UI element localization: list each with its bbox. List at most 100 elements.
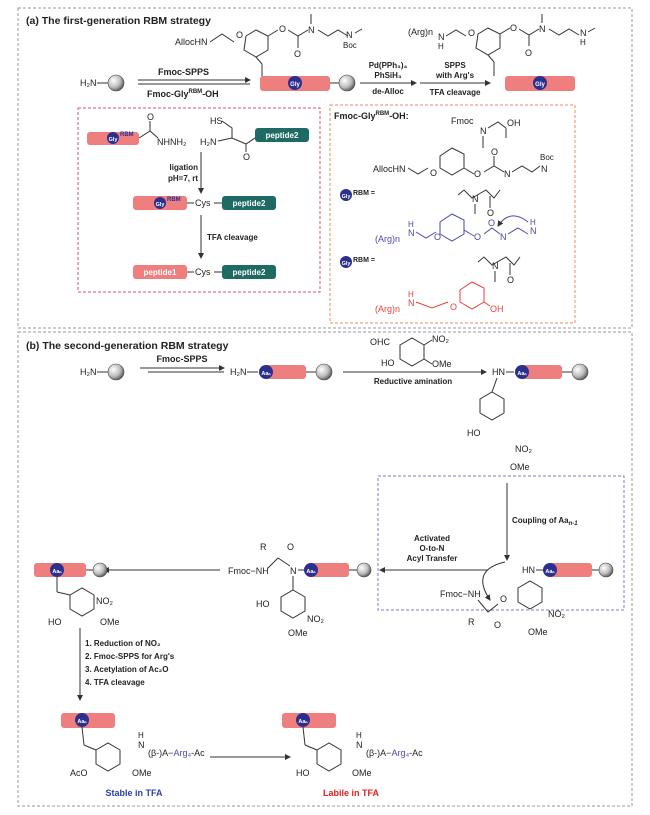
resin-bead: [356, 562, 372, 578]
svg-text:SPPS: SPPS: [444, 61, 466, 70]
svg-text:(β-)A−Arg₄-Ac: (β-)A−Arg₄-Ac: [366, 748, 423, 758]
resin-amine-a: H₂N: [80, 78, 97, 88]
svg-text:OHC: OHC: [370, 337, 391, 347]
svg-text:peptide2: peptide2: [233, 268, 266, 277]
building-block-box: [329, 104, 576, 324]
svg-text:HO: HO: [296, 768, 310, 778]
panel-a-border: [17, 7, 633, 329]
svg-text:RBM =: RBM =: [353, 190, 375, 197]
svg-text:Aaₙ: Aaₙ: [517, 371, 527, 377]
amide-product: R O Fmoc−NH N Aaₙ HO NO₂ OMe: [228, 542, 372, 638]
svg-text:Fmoc−NH: Fmoc−NH: [440, 589, 481, 599]
svg-text:OMe: OMe: [100, 617, 120, 627]
svg-text:N: N: [408, 298, 415, 308]
svg-text:Cys: Cys: [195, 198, 211, 208]
svg-text:O: O: [474, 232, 481, 242]
svg-text:O: O: [468, 28, 475, 38]
svg-text:Aaₙ: Aaₙ: [306, 569, 316, 575]
resin-bead: [92, 562, 108, 578]
svg-text:Gly: Gly: [342, 261, 352, 267]
svg-text:NO₂: NO₂: [307, 614, 325, 624]
gly-residue-a2: [533, 76, 547, 90]
ligation-box: [77, 107, 321, 293]
svg-text:Aaₙ: Aaₙ: [298, 719, 308, 725]
svg-text:HN: HN: [492, 367, 505, 377]
svg-text:ligation: ligation: [170, 163, 199, 172]
svg-text:N: N: [580, 28, 587, 38]
svg-text:TFA cleavage: TFA cleavage: [207, 233, 258, 242]
gly-rbm-blue-structure: N O (Arg)n N H O O O N N H: [375, 189, 537, 244]
panel-b-title: (b) The second-generation RBM strategy: [26, 340, 229, 352]
svg-text:HO: HO: [256, 599, 270, 609]
coupling-box: [377, 475, 625, 611]
svg-text:OMe: OMe: [132, 768, 152, 778]
resin-bead: [315, 363, 333, 381]
svg-text:Gly: Gly: [109, 137, 119, 143]
ester-intermediate: Fmoc−NH R O O NO₂ OMe: [440, 561, 566, 637]
svg-text:peptide2: peptide2: [233, 199, 266, 208]
svg-text:Boc: Boc: [540, 153, 554, 162]
svg-text:O: O: [494, 620, 501, 630]
svg-text:H₂N: H₂N: [230, 367, 247, 377]
svg-text:N: N: [308, 25, 315, 35]
svg-text:with Arg's: with Arg's: [435, 71, 475, 80]
gly-rbm-red-structure: N O (Arg)n N H O OH: [375, 256, 521, 314]
stable-product: Aaₙ H N (β-)A−Arg₄-Ac AcO OMe: [61, 713, 205, 778]
svg-text:NO₂: NO₂: [96, 596, 114, 606]
svg-text:NO₂: NO₂: [432, 334, 450, 344]
svg-text:OMe: OMe: [528, 627, 548, 637]
svg-text:Fmoc-SPPS: Fmoc-SPPS: [156, 354, 207, 364]
svg-text:H: H: [580, 38, 586, 47]
svg-text:O: O: [491, 147, 498, 157]
svg-text:TFA cleavage: TFA cleavage: [430, 88, 481, 97]
svg-text:O: O: [243, 152, 250, 162]
svg-text:PhSiH₃: PhSiH₃: [374, 71, 402, 80]
svg-text:H: H: [408, 290, 414, 299]
stable-in-tfa-label: Stable in TFA: [105, 788, 163, 798]
alloc-rbm-molecule: AllocHN O O O N N Boc: [175, 14, 363, 78]
panel-a-title: (a) The first-generation RBM strategy: [26, 15, 211, 27]
svg-text:OMe: OMe: [510, 462, 530, 472]
svg-text:HN: HN: [522, 565, 535, 575]
svg-text:(Arg)n: (Arg)n: [375, 234, 400, 244]
svg-text:H: H: [356, 731, 362, 740]
svg-text:N: N: [138, 740, 145, 750]
peptide1-block: [133, 265, 187, 279]
svg-text:N: N: [472, 194, 479, 204]
svg-text:AllocHN: AllocHN: [373, 164, 406, 174]
svg-text:OMe: OMe: [352, 768, 372, 778]
svg-text:HO: HO: [467, 428, 481, 438]
svg-text:peptide1: peptide1: [144, 268, 177, 277]
svg-text:peptide2: peptide2: [266, 131, 299, 140]
svg-text:H: H: [438, 42, 444, 51]
gly-residue-a1: [288, 76, 302, 90]
aldehyde-reagent: OHC NO₂ HO OMe: [370, 334, 452, 369]
svg-text:N: N: [541, 164, 548, 174]
svg-text:HS: HS: [210, 116, 223, 126]
svg-text:H₂N: H₂N: [200, 137, 217, 147]
svg-text:O-to-N: O-to-N: [420, 544, 445, 553]
svg-text:Acyl Transfer: Acyl Transfer: [407, 554, 458, 563]
svg-text:Reductive amination: Reductive amination: [374, 377, 452, 386]
svg-text:H: H: [408, 220, 414, 229]
svg-text:(Arg)n: (Arg)n: [408, 27, 433, 37]
svg-text:HO: HO: [381, 358, 395, 368]
svg-text:O: O: [147, 112, 154, 122]
reductive-product-aryl: HO NO₂ OMe: [467, 377, 533, 472]
svg-text:4. TFA cleavage: 4. TFA cleavage: [85, 678, 145, 687]
svg-text:O: O: [434, 232, 441, 242]
svg-text:Boc: Boc: [343, 41, 357, 50]
step-fmoc-gly-rbm: Fmoc-GlyRBM-OH: [147, 89, 219, 99]
svg-text:Pd(PPh₃)₄: Pd(PPh₃)₄: [369, 61, 408, 70]
svg-text:Coupling of Aan-1: Coupling of Aan-1: [512, 516, 578, 527]
svg-text:OH: OH: [507, 118, 521, 128]
svg-text:Gly: Gly: [342, 194, 352, 200]
svg-text:H: H: [530, 218, 536, 227]
svg-text:Activated: Activated: [414, 534, 450, 543]
svg-text:de-Alloc: de-Alloc: [372, 87, 404, 96]
svg-text:Gly: Gly: [290, 82, 300, 88]
svg-text:RBM =: RBM =: [353, 257, 375, 264]
svg-text:RBM: RBM: [167, 197, 181, 203]
labile-in-tfa-label: Labile in TFA: [323, 788, 380, 798]
